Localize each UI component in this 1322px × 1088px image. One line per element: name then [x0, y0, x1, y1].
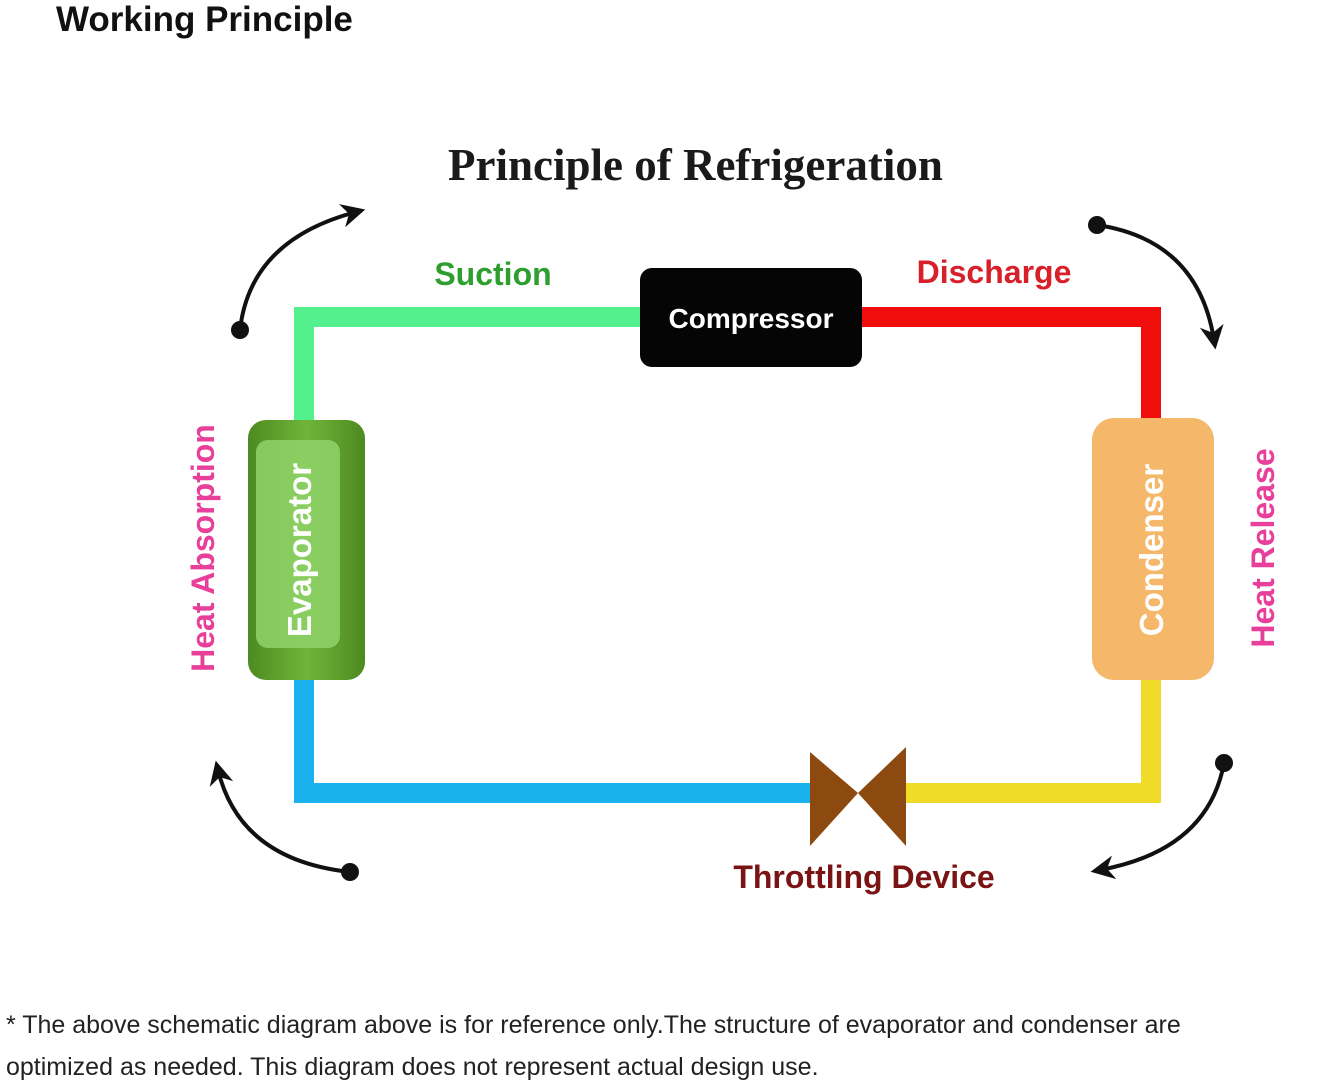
heat-absorption-label: Heat Absorption: [185, 424, 221, 672]
return-line: [294, 680, 812, 803]
liquid-line: [905, 680, 1161, 803]
discharge-label: Discharge: [917, 254, 1072, 290]
discharge-line: [860, 307, 1161, 420]
throttling-device-label: Throttling Device: [733, 859, 994, 895]
flow-arrow-top-right-icon: [1088, 216, 1224, 350]
flow-arrow-bottom-left-icon: [209, 760, 359, 881]
heat-release-label: Heat Release: [1245, 448, 1281, 647]
section-title: Working Principle: [56, 0, 353, 39]
evaporator-inner: [256, 440, 340, 648]
condenser-label: Condenser: [1133, 464, 1170, 637]
diagram-title: Principle of Refrigeration: [448, 140, 943, 190]
compressor-box: [640, 268, 862, 367]
footnote-line-1: * The above schematic diagram above is f…: [6, 1011, 1181, 1039]
suction-line: [294, 307, 640, 420]
condenser-box: [1092, 418, 1214, 680]
footnote-line-2: optimized as needed. This diagram does n…: [6, 1053, 819, 1081]
footnote: * The above schematic diagram above is f…: [6, 1004, 1320, 1088]
flow-arrow-top-left-icon: [231, 204, 366, 339]
suction-label: Suction: [434, 256, 551, 292]
compressor-label: Compressor: [669, 303, 834, 334]
flow-arrow-bottom-right-icon: [1090, 754, 1233, 880]
throttling-valve-icon: [810, 747, 906, 846]
evaporator-label: Evaporator: [281, 463, 318, 637]
